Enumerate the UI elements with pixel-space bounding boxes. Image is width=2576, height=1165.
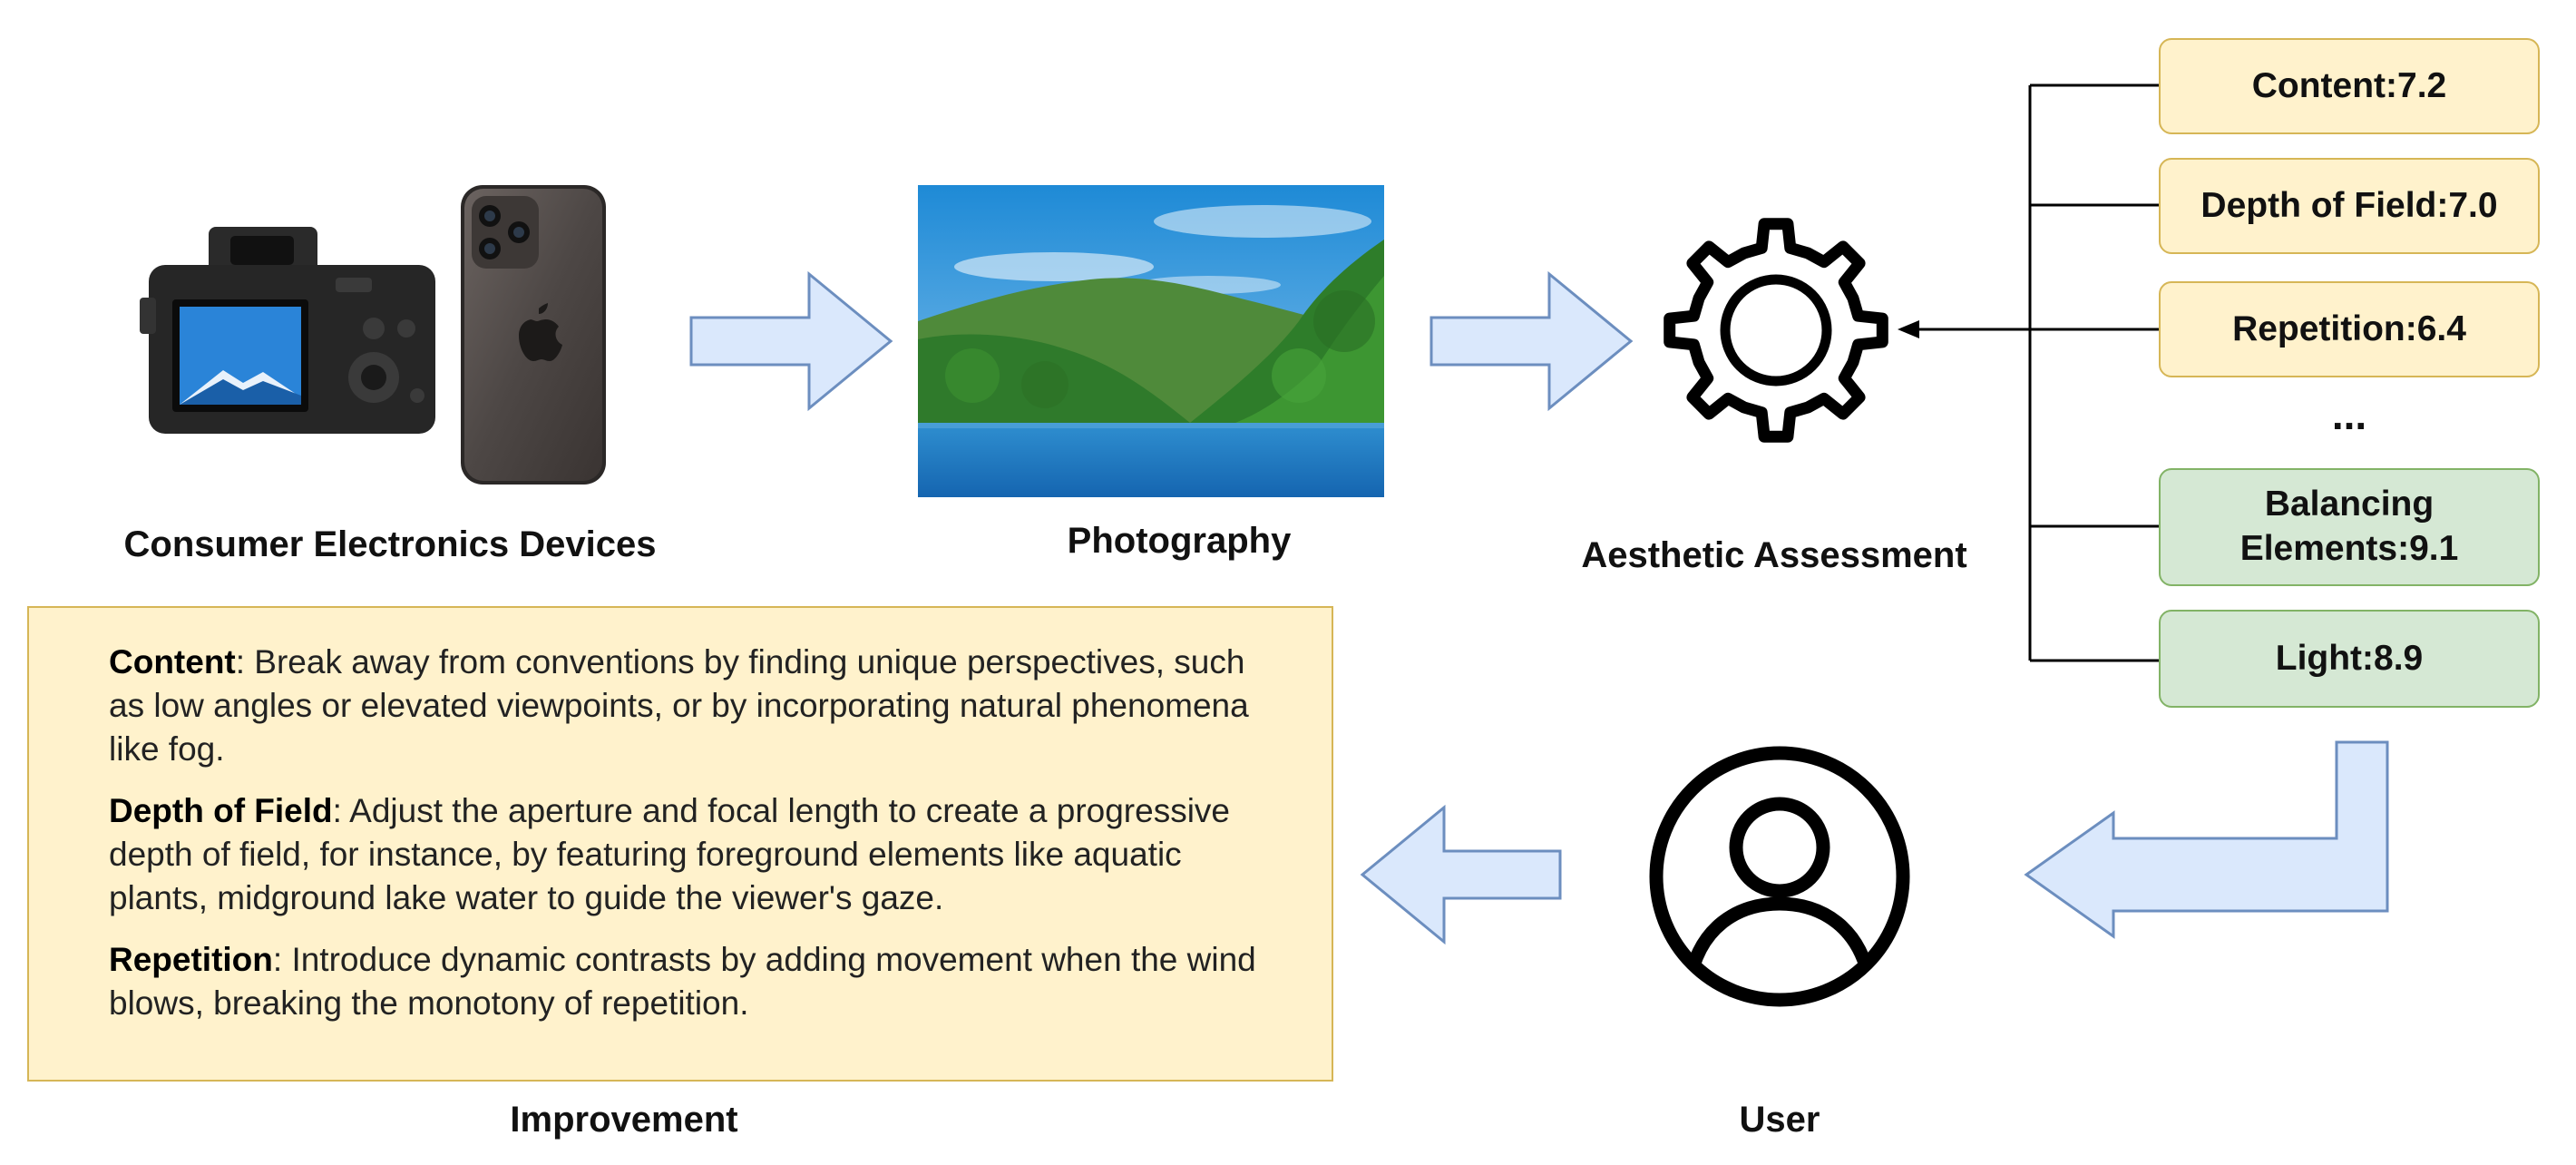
devices-caption: Consumer Electronics Devices [123,524,657,564]
user-icon [1649,746,1910,1007]
improvement-box: Content: Break away from conventions by … [27,606,1333,1082]
improvement-term: Content [109,643,236,680]
improvement-repetition: Repetition: Introduce dynamic contrasts … [109,938,1277,1025]
score-light: Light:8.9 [2159,610,2540,708]
improvement-term: Depth of Field [109,792,333,829]
right-arrow-2 [1429,270,1634,412]
score-content: Content:7.2 [2159,38,2540,134]
improvement-term: Repetition [109,941,273,978]
smartphone-icon [461,185,606,485]
ellipsis: ... [2331,391,2367,438]
score-depth-of-field: Depth of Field:7.0 [2159,158,2540,254]
score-balancing-elements: Balancing Elements:9.1 [2159,468,2540,586]
improvement-text: : Adjust the aperture and focal length t… [109,792,1230,916]
right-arrow-1 [689,270,893,412]
improvement-caption: Improvement [510,1100,738,1140]
improvement-text: : Introduce dynamic contrasts by adding … [109,941,1256,1022]
score-repetition: Repetition:6.4 [2159,281,2540,377]
improvement-depth-of-field: Depth of Field: Adjust the aperture and … [109,789,1277,920]
camera-icon [140,227,435,434]
improvement-content: Content: Break away from conventions by … [109,641,1277,771]
gear-icon [1664,218,1888,443]
landscape-photo [918,185,1384,497]
bent-arrow [2024,740,2389,939]
user-caption: User [1739,1100,1820,1140]
left-arrow [1360,804,1562,945]
assessment-caption: Aesthetic Assessment [1581,535,1967,575]
improvement-text: : Break away from conventions by finding… [109,643,1249,768]
photography-caption: Photography [1067,521,1292,561]
